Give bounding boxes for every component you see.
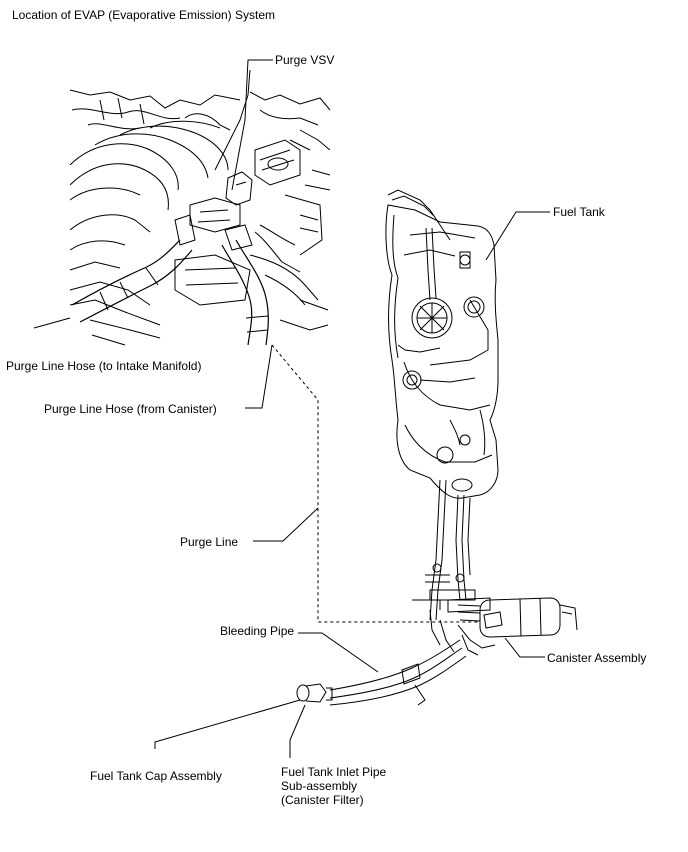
label-canister-assembly: Canister Assembly [547, 651, 647, 665]
leader-lines [33, 59, 550, 758]
label-fuel-tank-cap-assembly: Fuel Tank Cap Assembly [90, 769, 222, 783]
label-fuel-tank-inlet-pipe-line3: (Canister Filter) [281, 793, 364, 807]
label-purge-line: Purge Line [180, 535, 239, 549]
canister-illustration [447, 597, 578, 656]
fuel-lines [329, 479, 476, 706]
label-purge-vsv: Purge VSV [275, 53, 335, 67]
fuel-cap-illustration [296, 683, 333, 703]
label-fuel-tank-inlet-pipe-line2: Sub-assembly [281, 779, 358, 793]
diagram-title: Location of EVAP (Evaporative Emission) … [12, 8, 276, 22]
purge-line-dashed [271, 344, 480, 623]
fuel-tank-illustration [385, 189, 499, 499]
label-bleeding-pipe: Bleeding Pipe [220, 624, 295, 638]
label-fuel-tank: Fuel Tank [553, 205, 605, 219]
engine-bay-illustration [69, 69, 331, 346]
label-purge-line-hose-canister: Purge Line Hose (from Canister) [44, 402, 217, 416]
label-fuel-tank-inlet-pipe-line1: Fuel Tank Inlet Pipe [281, 765, 387, 779]
label-purge-line-hose-intake: Purge Line Hose (to Intake Manifold) [6, 359, 202, 373]
